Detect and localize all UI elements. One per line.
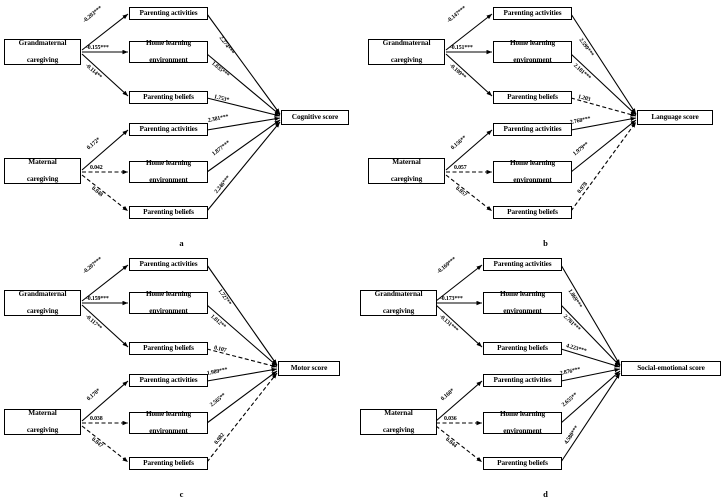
- node-parenting-beliefs-gm: Parenting beliefs: [493, 91, 572, 104]
- node-label-line1: Home learning: [145, 37, 192, 47]
- node-label-line1: Home learning: [145, 157, 192, 167]
- node-outcome: Motor score: [278, 361, 340, 376]
- node-grandmaternal-caregiving: Grandmaternal caregiving: [368, 37, 445, 65]
- node-label-line2: caregiving: [390, 174, 423, 184]
- node-outcome: Social-emotional score: [621, 361, 721, 376]
- node-parenting-activities-mo: Parenting activities: [129, 123, 208, 136]
- node-label-line2: caregiving: [26, 174, 59, 184]
- node-label-line1: Home learning: [145, 288, 192, 298]
- node-outcome: Language score: [637, 110, 713, 125]
- node-label-line2: environment: [513, 55, 552, 65]
- node-parenting-beliefs-gm: Parenting beliefs: [129, 342, 208, 355]
- node-home-learning-environment-mo: Home learning environment: [483, 408, 562, 436]
- node-home-learning-environment-mo: Home learning environment: [493, 157, 572, 185]
- node-label-line1: Home learning: [509, 37, 556, 47]
- coef-gm-home: -0.151***: [450, 45, 473, 51]
- node-home-learning-environment-gm: Home learning environment: [493, 37, 572, 65]
- panel-caption-a: a: [179, 238, 184, 248]
- node-label-line1: Grandmaternal: [374, 288, 423, 298]
- node-parenting-activities-gm: Parenting activities: [129, 7, 208, 20]
- panel-a-arrows: [81, 13, 281, 212]
- node-parenting-beliefs-gm: Parenting beliefs: [483, 342, 562, 355]
- node-parenting-activities-gm: Parenting activities: [129, 258, 208, 271]
- node-maternal-caregiving: Maternal caregiving: [368, 156, 445, 184]
- node-home-learning-environment-mo: Home learning environment: [129, 408, 208, 436]
- node-label-line2: environment: [149, 306, 188, 316]
- node-grandmaternal-caregiving: Grandmaternal caregiving: [4, 288, 81, 316]
- coef-gm-home: -0.159***: [86, 296, 109, 302]
- panel-b-arrows: [445, 13, 637, 212]
- node-maternal-caregiving: Maternal caregiving: [4, 407, 81, 435]
- node-parenting-beliefs-mo: Parenting beliefs: [493, 206, 572, 219]
- node-label-line2: caregiving: [26, 306, 59, 316]
- node-label-line2: environment: [503, 426, 542, 436]
- node-label-line1: Maternal: [28, 407, 57, 417]
- node-label-line2: caregiving: [382, 425, 415, 435]
- node-label-line2: environment: [513, 175, 552, 185]
- coef-mo-home: 0.036: [444, 416, 457, 422]
- node-label-line1: Home learning: [509, 157, 556, 167]
- coef-mo-home: 0.057: [454, 165, 467, 171]
- coef-mo-home: 0.038: [90, 416, 103, 422]
- node-label-line1: Grandmaternal: [18, 37, 67, 47]
- node-parenting-activities-gm: Parenting activities: [493, 7, 572, 20]
- node-parenting-activities-mo: Parenting activities: [483, 374, 562, 387]
- node-label-line1: Home learning: [499, 408, 546, 418]
- panel-d-arrows: [435, 264, 621, 463]
- node-maternal-caregiving: Maternal caregiving: [4, 156, 81, 184]
- node-label-line1: Maternal: [28, 156, 57, 166]
- node-parenting-activities-mo: Parenting activities: [493, 123, 572, 136]
- node-home-learning-environment-gm: Home learning environment: [129, 288, 208, 316]
- node-label-line2: environment: [149, 426, 188, 436]
- node-parenting-beliefs-mo: Parenting beliefs: [129, 457, 208, 470]
- node-label-line1: Maternal: [384, 407, 413, 417]
- node-parenting-activities-gm: Parenting activities: [483, 258, 562, 271]
- node-label-line1: Home learning: [145, 408, 192, 418]
- panel-caption-b: b: [543, 238, 548, 248]
- node-label-line2: environment: [149, 55, 188, 65]
- node-outcome: Cognitive score: [281, 110, 349, 125]
- panel-d: Grandmaternal caregiving Parenting activi…: [360, 251, 727, 502]
- node-label-line2: environment: [149, 175, 188, 185]
- coef-gm-home: -0.173***: [440, 296, 463, 302]
- node-parenting-beliefs-gm: Parenting beliefs: [129, 91, 208, 104]
- node-label-line1: Grandmaternal: [18, 288, 67, 298]
- node-label-line2: environment: [503, 306, 542, 316]
- panel-caption-d: d: [543, 489, 548, 499]
- panel-caption-c: c: [179, 489, 184, 499]
- node-parenting-beliefs-mo: Parenting beliefs: [129, 206, 208, 219]
- node-grandmaternal-caregiving: Grandmaternal caregiving: [4, 37, 81, 65]
- node-parenting-activities-mo: Parenting activities: [129, 374, 208, 387]
- node-maternal-caregiving: Maternal caregiving: [360, 407, 437, 435]
- panel-c: Grandmaternal caregiving Parenting activi…: [0, 251, 363, 502]
- node-label-line2: caregiving: [390, 55, 423, 65]
- node-label-line2: caregiving: [26, 425, 59, 435]
- coef-mo-home: 0.042: [90, 165, 103, 171]
- node-parenting-beliefs-mo: Parenting beliefs: [483, 457, 562, 470]
- node-home-learning-environment-gm: Home learning environment: [129, 37, 208, 65]
- node-label-line1: Home learning: [499, 288, 546, 298]
- node-label-line1: Maternal: [392, 156, 421, 166]
- node-home-learning-environment-gm: Home learning environment: [483, 288, 562, 316]
- coef-gm-home: -0.155***: [86, 45, 109, 51]
- panel-a: Grandmaternal caregiving Parenting activi…: [0, 0, 363, 251]
- node-grandmaternal-caregiving: Grandmaternal caregiving: [360, 288, 437, 316]
- panel-c-arrows: [81, 264, 278, 463]
- node-label-line1: Grandmaternal: [382, 37, 431, 47]
- node-label-line2: caregiving: [26, 55, 59, 65]
- panel-b: Grandmaternal caregiving Parenting activi…: [364, 0, 727, 251]
- node-label-line2: caregiving: [382, 306, 415, 316]
- node-home-learning-environment-mo: Home learning environment: [129, 157, 208, 185]
